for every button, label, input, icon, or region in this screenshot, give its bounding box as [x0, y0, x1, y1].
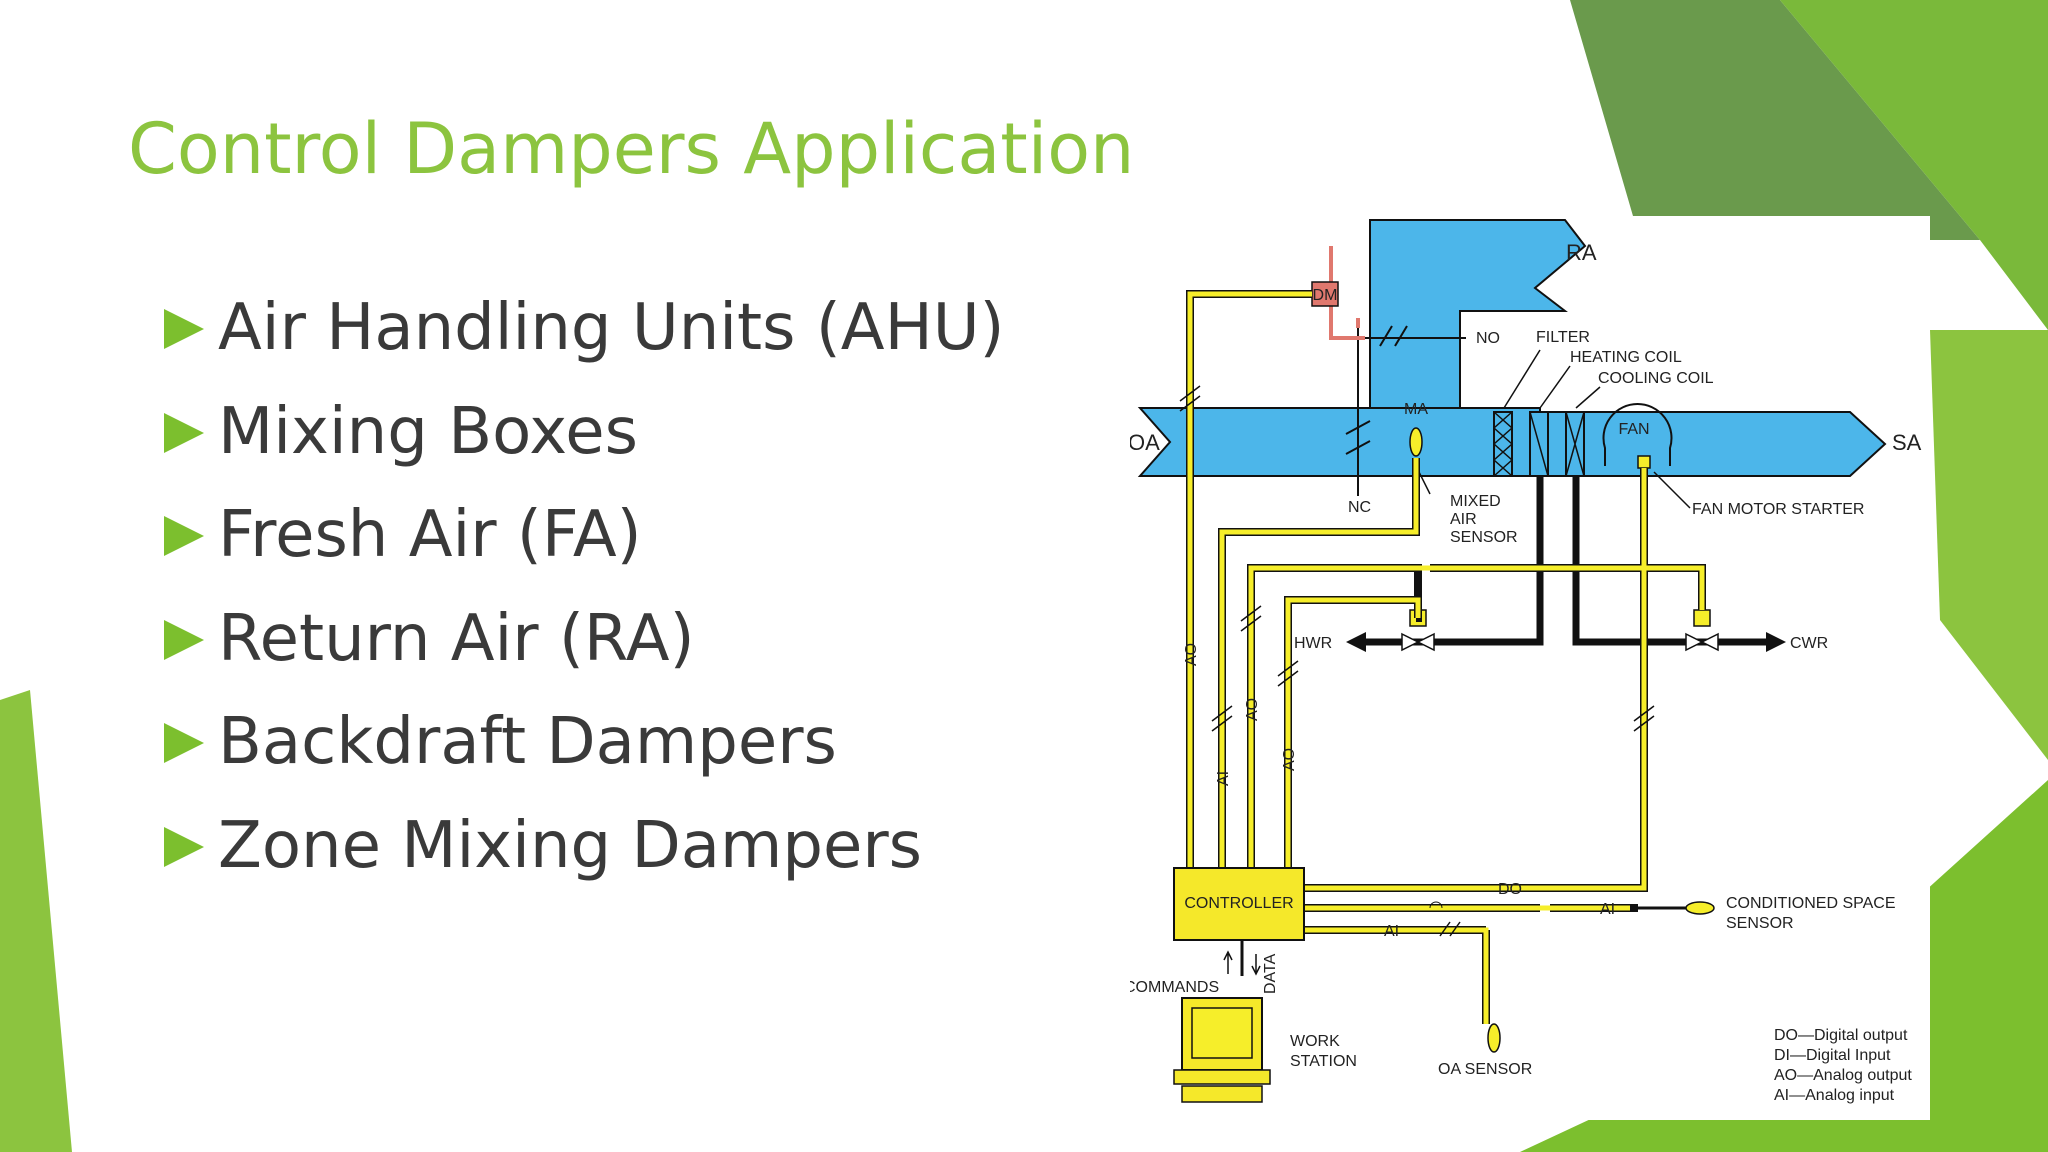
triangle-bullet-icon — [164, 826, 204, 867]
workstation-keyboard — [1181, 1085, 1263, 1103]
ma-label: MA — [1404, 401, 1428, 418]
controller-box — [1173, 867, 1305, 941]
ai-label: AI — [1215, 771, 1232, 786]
workstation-base — [1173, 1069, 1271, 1085]
bullet-item: Zone Mixing Dampers — [162, 806, 1005, 910]
hwr-label: HWR — [1294, 635, 1332, 652]
mixed-air-sensor-label-3: SENSOR — [1450, 529, 1518, 546]
ai-label: AI — [1384, 923, 1399, 940]
fan-motor-starter-label: FAN MOTOR STARTER — [1692, 501, 1864, 518]
fan-housing — [1602, 403, 1673, 466]
ai-label: AI — [1600, 901, 1615, 918]
filter-element — [1493, 411, 1513, 477]
ao-label: AO — [1281, 748, 1298, 771]
legend-ao: AO—Analog output — [1774, 1067, 1912, 1084]
triangle-bullet-icon — [164, 619, 204, 660]
work-station-label-1: WORK — [1290, 1033, 1340, 1050]
sa-label: SA — [1892, 430, 1922, 455]
work-station-label-2: STATION — [1290, 1053, 1357, 1070]
commands-arrow — [1223, 950, 1233, 974]
filter-leader — [1503, 349, 1541, 409]
bullet-text: Air Handling Units (AHU) — [218, 291, 1005, 365]
dm-label: DM — [1313, 287, 1338, 304]
fan-label: FAN — [1618, 421, 1649, 438]
hwr-arrow — [1346, 632, 1366, 652]
fan-motor-starter-leader — [1653, 471, 1691, 509]
cwr-label: CWR — [1790, 635, 1828, 652]
filter-label: FILTER — [1536, 329, 1590, 346]
do-label: DO — [1498, 881, 1522, 898]
oa-sensor — [1487, 1023, 1501, 1053]
wire-hatch — [1439, 921, 1461, 937]
bullet-list: Air Handling Units (AHU) Mixing Boxes Fr… — [162, 288, 1005, 909]
wire-crossover — [1429, 901, 1443, 909]
mixed-air-sensor — [1409, 427, 1423, 457]
cooling-coil-leader — [1575, 386, 1601, 409]
cwr-arrow — [1766, 632, 1786, 652]
triangle-bullet-icon — [164, 412, 204, 453]
cooling-coil-hatch — [1565, 411, 1585, 477]
bullet-item: Mixing Boxes — [162, 392, 1005, 496]
conditioned-space-sensor-label-2: SENSOR — [1726, 915, 1794, 932]
triangle-bullet-icon — [164, 309, 204, 349]
data-arrow — [1251, 954, 1261, 976]
workstation-screen — [1191, 1007, 1253, 1059]
bullet-text: Fresh Air (FA) — [218, 498, 642, 572]
damper-motor — [1311, 281, 1339, 307]
oa-label: OA — [1130, 430, 1160, 455]
hw-valve-body-2 — [1416, 632, 1435, 652]
bullet-text: Backdraft Dampers — [218, 705, 837, 779]
mixed-air-sensor-label-1: MIXED — [1450, 493, 1501, 510]
nc-damper-hatch — [1345, 420, 1371, 455]
nc-label: NC — [1348, 499, 1371, 516]
bullet-item: Return Air (RA) — [162, 599, 1005, 703]
commands-label: COMMANDS — [1130, 979, 1219, 996]
damper-linkage — [1329, 246, 1365, 340]
wire-hatch — [1179, 385, 1201, 412]
no-label: NO — [1476, 330, 1500, 347]
cw-valve-actuator — [1693, 609, 1711, 627]
bullet-text: Zone Mixing Dampers — [218, 808, 922, 883]
bullet-text: Mixing Boxes — [218, 394, 638, 469]
bullet-item: Air Handling Units (AHU) — [162, 288, 1005, 392]
controller-label: CONTROLLER — [1184, 895, 1293, 912]
ao-label: AO — [1244, 698, 1261, 721]
conditioned-space-sensor — [1685, 901, 1715, 915]
wire-hatch — [1240, 605, 1262, 632]
conditioned-space-sensor-label-1: CONDITIONED SPACE — [1726, 895, 1896, 912]
heating-coil-leader — [1539, 365, 1571, 409]
bullet-item: Backdraft Dampers — [162, 702, 1005, 806]
triangle-bullet-icon — [164, 723, 204, 763]
cooling-coil-label: COOLING COIL — [1598, 370, 1714, 387]
bullet-item: Fresh Air (FA) — [162, 495, 1005, 599]
bullet-text: Return Air (RA) — [218, 601, 695, 676]
mixed-air-sensor-label-2: AIR — [1450, 511, 1477, 528]
cw-valve-body — [1685, 632, 1704, 652]
cw-valve-body-2 — [1700, 632, 1719, 652]
no-damper-hatch — [1379, 325, 1408, 347]
fan-motor-starter — [1637, 455, 1651, 469]
data-label: DATA — [1262, 953, 1279, 994]
heating-coil-hatch — [1529, 411, 1549, 477]
signal-wires — [1187, 291, 1705, 1024]
slide-title: Control Dampers Application — [128, 108, 1135, 190]
wire-hatch — [1633, 705, 1655, 732]
legend-di: DI—Digital Input — [1774, 1047, 1891, 1064]
wire-hatch — [1211, 705, 1233, 732]
ra-label: RA — [1566, 240, 1597, 265]
legend-ai: AI—Analog input — [1774, 1087, 1895, 1104]
hw-valve-body — [1401, 632, 1420, 652]
triangle-bullet-icon — [164, 516, 204, 556]
ao-label: AO — [1183, 643, 1200, 666]
heating-coil-label: HEATING COIL — [1570, 349, 1682, 366]
wire-hatch — [1277, 660, 1299, 687]
filter-hatch — [1492, 411, 1514, 477]
oa-sensor-label: OA SENSOR — [1438, 1061, 1532, 1078]
ahu-control-diagram: RA OA SA MA FAN NO NC DM MIXED AIR SENSO… — [1130, 216, 1930, 1120]
legend-do: DO—Digital output — [1774, 1027, 1908, 1044]
